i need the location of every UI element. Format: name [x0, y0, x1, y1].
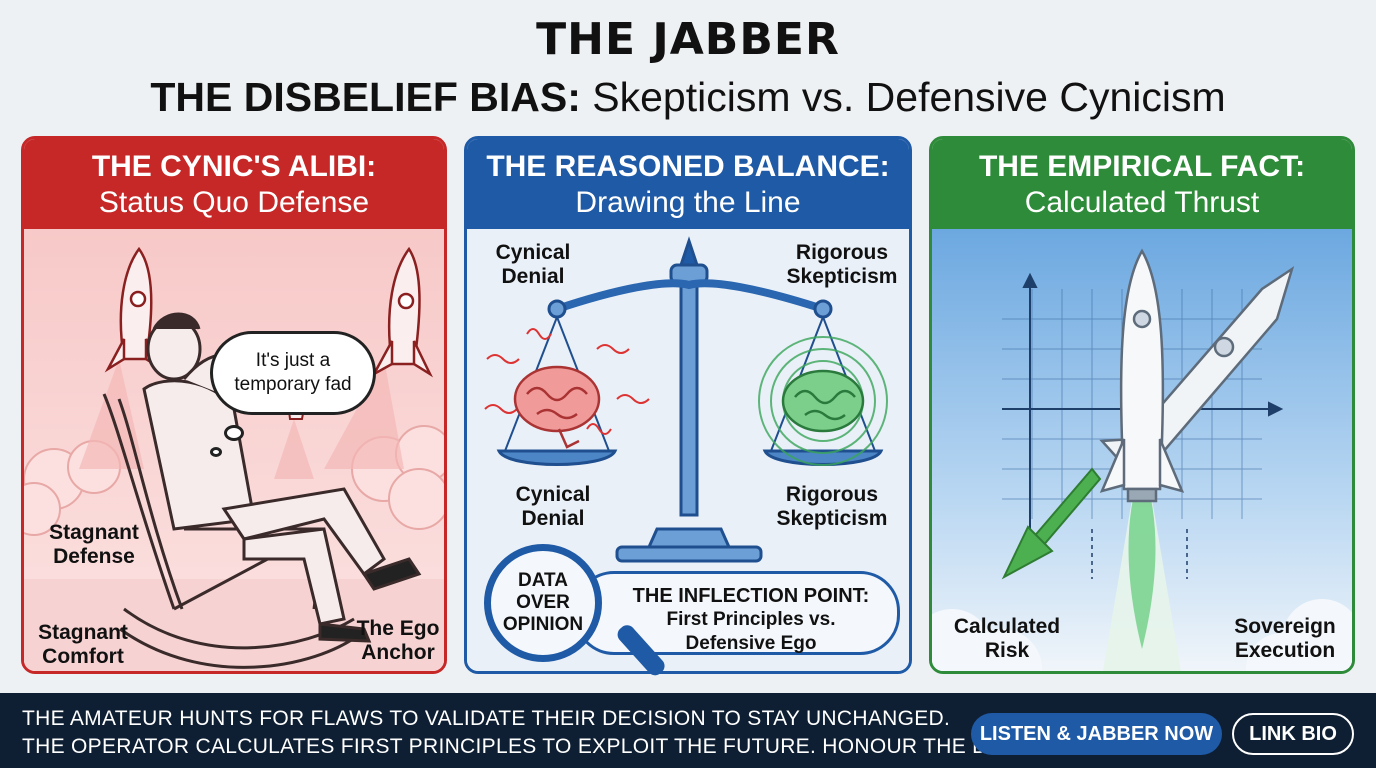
thought-bubble: It's just a temporary fad — [210, 331, 376, 415]
footer-line-1: THE AMATEUR HUNTS FOR FLAWS TO VALIDATE … — [22, 707, 951, 730]
panel-cynics-alibi: THE CYNIC'S ALIBI: Status Quo Defense — [21, 136, 447, 674]
footer-bar: THE AMATEUR HUNTS FOR FLAWS TO VALIDATE … — [0, 693, 1376, 768]
balance-scale-illustration — [484, 236, 888, 563]
inflection-line-1: First Principles vs. — [666, 609, 836, 630]
panel-subtitle: Calculated Thrust — [1024, 186, 1260, 219]
headline-rest: Skepticism vs. Defensive Cynicism — [580, 74, 1226, 120]
footer-line-2: THE OPERATOR CALCULATES FIRST PRINCIPLES… — [22, 735, 1033, 758]
panel-header: THE CYNIC'S ALIBI: Status Quo Defense — [24, 139, 444, 229]
panel-title: THE CYNIC'S ALIBI: — [91, 150, 377, 183]
panel-empirical-fact: THE EMPIRICAL FACT: Calculated Thrust — [929, 136, 1355, 674]
panel-title: THE EMPIRICAL FACT: — [978, 150, 1306, 183]
panel-header: THE REASONED BALANCE: Drawing the Line — [467, 139, 909, 229]
panel-title: THE REASONED BALANCE: — [486, 150, 890, 183]
link-bio-button[interactable]: LINK BIO — [1232, 713, 1354, 755]
thrust-illustration — [932, 248, 1352, 671]
scale-pan-left — [496, 449, 618, 466]
arrow-icon — [1001, 467, 1102, 580]
brand-title: THE JABBER — [536, 14, 840, 65]
panel-subtitle: Status Quo Defense — [98, 186, 370, 219]
bubble-dot — [210, 447, 222, 457]
rocket-icon — [370, 246, 434, 378]
bubble-dot — [224, 425, 244, 441]
headline-strong: THE DISBELIEF BIAS: — [150, 74, 581, 120]
rocket-icon — [1099, 248, 1185, 503]
magnifier-icon: DATA OVER OPINION — [484, 544, 602, 662]
inflection-title: THE INFLECTION POINT: — [632, 585, 870, 607]
cynic-illustration — [24, 246, 444, 671]
brain-icon — [781, 369, 865, 433]
bubble-line-1: It's just a — [255, 350, 331, 371]
bubble-line-2: temporary fad — [234, 374, 352, 395]
cynic-man — [142, 312, 422, 643]
panel-header: THE EMPIRICAL FACT: Calculated Thrust — [932, 139, 1352, 229]
inflection-line-2: Defensive Ego — [685, 633, 817, 654]
headline: THE DISBELIEF BIAS: Skepticism vs. Defen… — [0, 74, 1376, 121]
listen-jabber-button[interactable]: LISTEN & JABBER NOW — [971, 713, 1222, 755]
brain-icon — [513, 365, 601, 449]
panel-subtitle: Drawing the Line — [575, 186, 801, 219]
scale-icon — [547, 236, 833, 563]
